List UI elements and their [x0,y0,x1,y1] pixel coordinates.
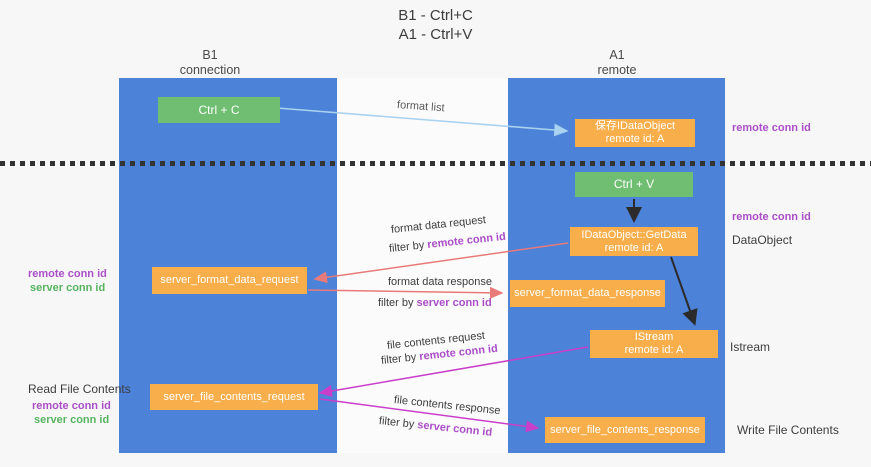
lane-a1-role: remote [597,63,637,77]
node-getdata-line2: remote id: A [604,241,664,254]
node-file-response-label: server_file_contents_response [550,423,700,436]
filter-key-server-conn-id: server conn id [416,297,492,309]
node-ctrl-v: Ctrl + V [575,172,693,197]
node-getdata-line1: IDataObject::GetData [581,228,687,241]
phase-separator-dashed-line [0,161,871,166]
node-server-file-contents-response: server_file_contents_response [545,417,705,443]
node-server-format-data-request: server_format_data_request [152,267,307,294]
lane-b1-role: connection [179,63,241,77]
lane-b1-name: B1 [202,48,218,62]
node-format-request-label: server_format_data_request [160,274,299,286]
node-format-response-label: server_format_data_response [514,287,661,299]
annotation-istream: Istream [730,340,771,354]
node-istream-line1: IStream [634,331,674,343]
annotation-remote-conn-id-top-right: remote conn id [732,122,811,134]
node-file-request-label: server_file_contents_request [163,390,305,403]
annotation-write-file-contents: Write File Contents [737,423,839,437]
node-ctrl-c: Ctrl + C [158,97,280,123]
lane-header-b1: B1 connection [140,48,280,78]
annotation-dataobject: DataObject [732,233,793,247]
annotation-server-conn-id-top-left: server conn id [30,282,106,294]
node-save-idataobject: 保存IDataObject remote id: A [575,119,695,147]
node-save-idataobject-line2: remote id: A [605,133,665,145]
title-line-b1: B1 - Ctrl+C [398,7,473,24]
lane-a1-name: A1 [609,48,625,62]
annotation-read-file-contents: Read File Contents [28,382,131,396]
node-server-file-contents-request: server_file_contents_request [150,384,318,410]
label-format-data-response-filter: filter by server conn id [378,297,492,309]
node-istream: IStream remote id: A [590,330,718,358]
title-line-a1: A1 - Ctrl+V [398,26,473,43]
node-ctrl-c-label: Ctrl + C [198,102,240,117]
label-format-data-response: format data response [388,276,492,288]
annotation-server-conn-id-bottom-left: server conn id [34,414,110,426]
node-ctrl-v-label: Ctrl + V [613,177,655,191]
filter-by-text: filter by [378,297,417,309]
lane-header-a1: A1 remote [547,48,687,78]
node-idataobject-getdata: IDataObject::GetData remote id: A [570,227,698,256]
node-save-idataobject-line1: 保存IDataObject [594,120,676,132]
diagram-title: B1 - Ctrl+C A1 - Ctrl+V [0,6,871,44]
node-server-format-data-response: server_format_data_response [510,280,665,307]
annotation-remote-conn-id-top-left: remote conn id [28,268,107,280]
annotation-remote-conn-id-bottom-left: remote conn id [32,400,111,412]
node-istream-line2: remote id: A [624,344,684,356]
annotation-remote-conn-id-mid-right: remote conn id [732,211,811,223]
